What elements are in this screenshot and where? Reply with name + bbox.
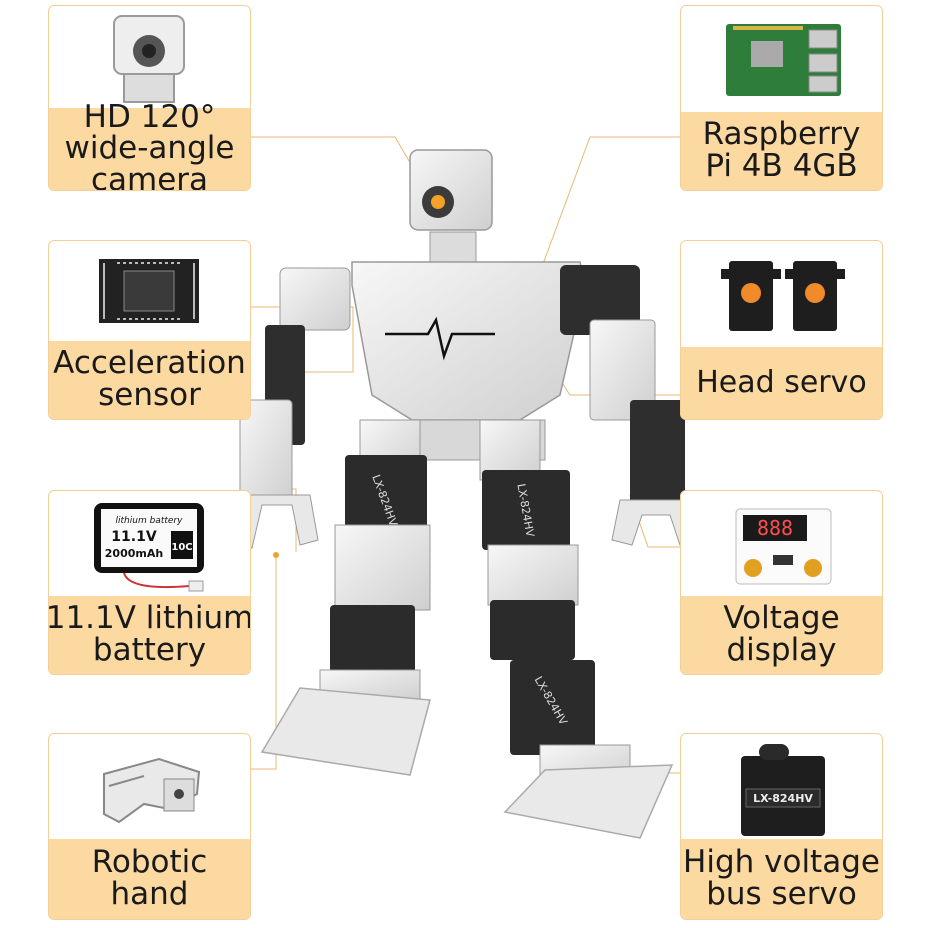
raspberry-pi-label-line1: Raspberry	[702, 116, 861, 153]
battery-label: 11.1V lithium battery	[49, 596, 250, 674]
bus-servo-icon: LX-824HV	[741, 744, 825, 836]
robot-left-arm	[231, 267, 351, 549]
acceleration-sensor-label-line1: Acceleration	[53, 345, 246, 382]
camera-card: HD 120° wide-angle camera	[48, 5, 251, 191]
voltage-display-card: 888 Voltage display	[680, 490, 883, 675]
robotic-hand-card: Robotic hand	[48, 733, 251, 920]
robot-left-leg: LX-824HV	[260, 419, 431, 776]
camera-label-line2: wide-angle	[64, 130, 235, 167]
voltage-display-icon: 888	[735, 508, 832, 585]
raspberry-pi-board-icon	[726, 24, 841, 96]
head-servo-label: Head servo	[681, 347, 882, 419]
chip-icon	[99, 259, 199, 323]
battery-label-line2: battery	[92, 632, 207, 668]
battery-pack-rate: 10C	[171, 542, 192, 553]
battery-pack-capacity: 2000mAh	[105, 547, 163, 560]
voltage-display-label: Voltage display	[681, 596, 882, 674]
head-servo-label-line1: Head servo	[696, 364, 867, 400]
robot-head	[409, 149, 493, 263]
battery-icon: lithium battery 11.1V 2000mAh 10C	[94, 503, 204, 592]
bus-servo-card: LX-824HV High voltage bus servo	[680, 733, 883, 920]
acceleration-sensor-card: Acceleration sensor	[48, 240, 251, 420]
voltage-readout: 888	[757, 516, 793, 540]
camera-label-line1: HD 120°	[83, 98, 216, 135]
battery-label-line1: 11.1V lithium	[48, 600, 251, 637]
camera-icon	[113, 15, 185, 103]
bus-servo-label-line2: bus servo	[706, 876, 857, 912]
robot-right-leg: LX-824HV LX-824HV	[479, 419, 674, 839]
camera-label: HD 120° wide-angle camera	[49, 101, 250, 191]
battery-card: lithium battery 11.1V 2000mAh 10C 11.1V …	[48, 490, 251, 675]
raspberry-pi-card: Raspberry Pi 4B 4GB	[680, 5, 883, 191]
raspberry-pi-label-line2: Pi 4B 4GB	[705, 148, 858, 184]
bus-servo-label: High voltage bus servo	[681, 839, 882, 919]
battery-pack-label: lithium battery	[116, 516, 184, 526]
acceleration-sensor-label-line2: sensor	[98, 377, 201, 413]
camera-label-line3: camera	[90, 161, 209, 191]
raspberry-pi-label: Raspberry Pi 4B 4GB	[681, 112, 882, 190]
bus-servo-label-line1: High voltage	[683, 844, 880, 881]
robotic-hand-label: Robotic hand	[49, 839, 250, 919]
robotic-hand-label-line2: hand	[110, 876, 189, 912]
robotic-hand-icon	[103, 757, 201, 824]
servo-icon	[721, 261, 845, 331]
battery-pack-voltage: 11.1V	[111, 529, 157, 545]
voltage-display-label-line2: display	[726, 632, 837, 668]
robotic-hand-label-line1: Robotic	[91, 844, 208, 881]
voltage-display-label-line1: Voltage	[723, 600, 840, 637]
bus-servo-model: LX-824HV	[753, 792, 813, 805]
robot-right-arm	[560, 265, 699, 546]
head-servo-card: Head servo	[680, 240, 883, 420]
acceleration-sensor-label: Acceleration sensor	[49, 341, 250, 419]
